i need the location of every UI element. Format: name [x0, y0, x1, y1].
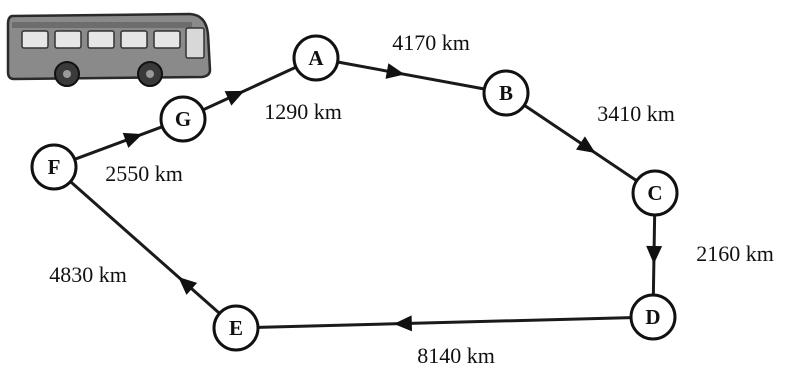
stop-f: F	[30, 143, 78, 191]
stop-circle	[631, 169, 679, 217]
arrow-g-a	[224, 90, 245, 106]
arrow-d-e	[393, 315, 413, 332]
route-line-e-f	[69, 180, 221, 315]
stop-label: G	[175, 107, 191, 131]
arrow-a-b	[385, 63, 405, 79]
distance-label-d-e: 8140 km	[417, 343, 495, 368]
distance-label-g-a: 1290 km	[264, 99, 342, 124]
stop-d: D	[629, 293, 677, 341]
bus-icon	[6, 12, 212, 87]
stop-b: B	[482, 69, 530, 117]
stop-label: F	[48, 155, 61, 179]
stop-circle	[292, 34, 340, 82]
arrow-b-c	[576, 136, 596, 154]
route-line-g-a	[202, 65, 297, 112]
stop-label: A	[308, 46, 324, 70]
stop-c: C	[631, 169, 679, 217]
stop-label: B	[499, 81, 513, 105]
arrow-c-d	[646, 245, 663, 264]
stop-circle	[482, 69, 530, 117]
distance-label-e-f: 4830 km	[49, 262, 127, 287]
distance-label-a-b: 4170 km	[392, 30, 470, 55]
distance-label-b-c: 3410 km	[597, 101, 675, 126]
stop-circle	[629, 293, 677, 341]
stop-a: A	[292, 34, 340, 82]
stop-circle	[212, 304, 260, 352]
stop-label: C	[647, 181, 662, 205]
route-line-a-b	[337, 60, 485, 91]
stop-g: G	[159, 95, 207, 143]
stop-circle	[159, 95, 207, 143]
route-line-f-g	[74, 125, 163, 161]
arrow-e-f	[178, 276, 198, 295]
stop-circle	[30, 143, 78, 191]
distance-label-c-d: 2160 km	[696, 241, 774, 266]
distance-label-f-g: 2550 km	[105, 161, 183, 186]
stop-label: E	[229, 316, 243, 340]
stop-e: E	[212, 304, 260, 352]
arrow-f-g	[122, 132, 143, 148]
stop-label: D	[645, 305, 660, 329]
route-line-d-e	[257, 316, 632, 329]
